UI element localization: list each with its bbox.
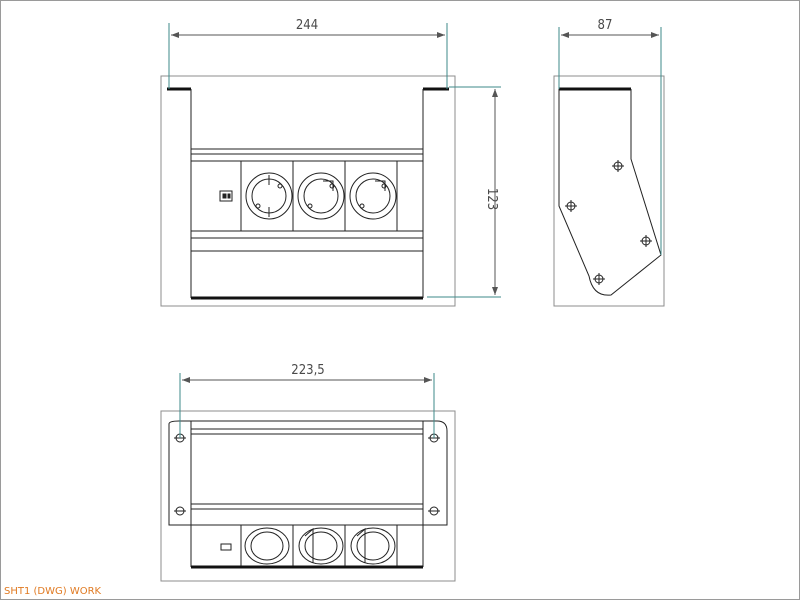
side-view: 87 bbox=[553, 18, 665, 307]
top-socket-3-icon bbox=[350, 527, 396, 565]
side-profile-outline bbox=[558, 89, 662, 296]
top-mounting-holes bbox=[174, 433, 440, 516]
side-depth-dimension: 87 bbox=[558, 18, 662, 255]
side-view-frame bbox=[553, 75, 665, 307]
socket-1-icon bbox=[245, 172, 293, 220]
top-socket-1-icon bbox=[244, 527, 290, 565]
dimension-depth-label: 87 bbox=[598, 18, 613, 33]
usb-port-icon bbox=[219, 190, 233, 202]
top-usb-port-icon bbox=[220, 543, 232, 551]
dimension-width-label: 244 bbox=[296, 18, 318, 33]
top-socket-2-icon bbox=[298, 527, 344, 565]
socket-2-icon bbox=[297, 172, 345, 220]
top-view: 223,5 bbox=[160, 363, 456, 582]
socket-3-icon bbox=[349, 172, 397, 220]
top-view-frame bbox=[160, 410, 456, 582]
side-mounting-holes bbox=[565, 160, 652, 285]
front-width-dimension: 244 bbox=[168, 18, 448, 89]
sheet-label: SHT1 (DWG) WORK bbox=[4, 586, 102, 597]
front-view: 244 123 bbox=[160, 18, 501, 307]
dimension-hole-spacing-label: 223,5 bbox=[291, 363, 324, 378]
dimension-height-label: 123 bbox=[484, 188, 499, 210]
front-height-dimension: 123 bbox=[427, 86, 501, 298]
top-hole-spacing-dimension: 223,5 bbox=[179, 363, 435, 438]
front-view-frame bbox=[160, 75, 456, 307]
